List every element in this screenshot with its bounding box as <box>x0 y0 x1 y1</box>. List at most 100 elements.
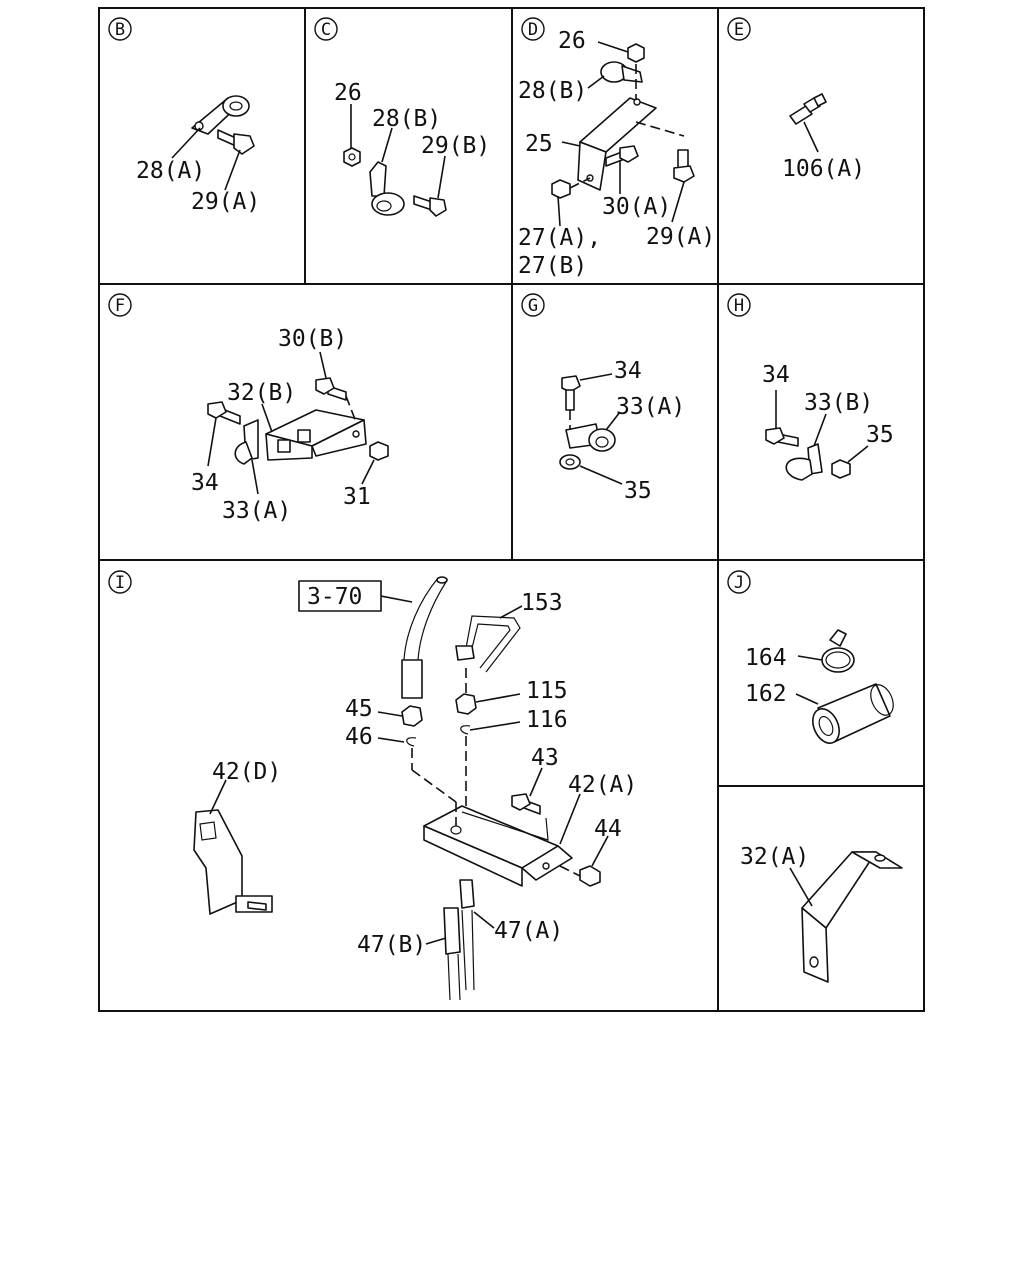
label-47a: 47(A) <box>494 918 563 944</box>
label-27b: 27(B) <box>518 253 587 279</box>
bolt-29a-d-drawing <box>673 149 695 183</box>
panel-i-badge-circle <box>108 570 132 594</box>
nut-26-drawing <box>343 147 361 167</box>
label-28b-d: 28(B) <box>518 78 587 104</box>
panel-d: D 26 <box>518 17 715 279</box>
clip-46-drawing <box>406 737 417 747</box>
ref-label-3-70: 3-70 <box>307 584 362 610</box>
label-34-g: 34 <box>614 358 642 384</box>
panel-e: E 106(A) <box>727 17 865 182</box>
panel-f-badge: F <box>115 296 125 316</box>
panel-grid <box>98 7 925 1012</box>
panel-g-badge: G <box>528 296 538 316</box>
panel-f: F 30(B) 32(B) 34 <box>108 293 389 524</box>
label-34-f: 34 <box>191 470 219 496</box>
bolt-34-g-drawing <box>561 375 581 411</box>
panel-h-badge-circle <box>727 293 751 317</box>
bolt-29a-drawing <box>217 129 255 155</box>
bolt-43-drawing <box>511 793 541 815</box>
bracket-42a-drawing <box>423 805 573 887</box>
clip-28b-d-drawing <box>600 61 643 83</box>
label-35-g: 35 <box>624 478 652 504</box>
label-26: 26 <box>334 80 362 106</box>
panel-h-badge: H <box>734 296 744 316</box>
label-33a-f: 33(A) <box>222 498 291 524</box>
fitting-47a-drawing <box>459 879 475 991</box>
bracket-32b-drawing <box>265 409 367 461</box>
bolt-34-h-drawing <box>765 427 799 447</box>
nut-27-drawing <box>551 179 571 199</box>
label-33a-g: 33(A) <box>616 394 685 420</box>
label-32a: 32(A) <box>740 844 809 870</box>
panel-f-badge-circle <box>108 293 132 317</box>
nut-44-drawing <box>579 865 601 887</box>
label-46: 46 <box>345 724 373 750</box>
clamp-164-drawing <box>821 629 855 673</box>
nut-115-drawing <box>455 693 477 715</box>
nut-45-drawing <box>401 705 423 727</box>
label-47b: 47(B) <box>357 932 426 958</box>
clip-33b-h-drawing <box>785 443 823 481</box>
panel-c: C 26 28(B) 29(B) <box>314 17 490 217</box>
nut-26-d-drawing <box>627 43 645 63</box>
bracket-32a-drawing <box>801 851 903 983</box>
label-44: 44 <box>594 816 622 842</box>
label-29a-d: 29(A) <box>646 224 715 250</box>
bracket-42d-drawing <box>193 809 273 915</box>
label-26-d: 26 <box>558 28 586 54</box>
fitting-106a-drawing <box>789 93 827 125</box>
bolt-29b-drawing <box>413 195 447 217</box>
panel-b: B 28(A) 29(A) <box>108 17 260 215</box>
panel-c-badge: C <box>321 20 331 40</box>
label-115: 115 <box>526 678 568 704</box>
panel-h: H 34 33(B) 35 <box>727 293 894 481</box>
panel-b-badge: B <box>115 20 125 40</box>
label-164: 164 <box>745 645 787 671</box>
label-28b: 28(B) <box>372 106 441 132</box>
bolt-30a-drawing <box>605 145 639 167</box>
panel-j-badge-circle <box>727 570 751 594</box>
label-42d: 42(D) <box>212 759 281 785</box>
fitting-47b-drawing <box>443 907 461 1001</box>
label-33b-h: 33(B) <box>804 390 873 416</box>
panel-k: 32(A) <box>740 844 903 983</box>
label-106a: 106(A) <box>782 156 865 182</box>
clip-33a-f-drawing <box>234 419 259 465</box>
label-42a: 42(A) <box>568 772 637 798</box>
sleeve-162-drawing <box>812 683 894 744</box>
panel-i-badge: I <box>115 573 125 593</box>
label-31: 31 <box>343 484 371 510</box>
label-30b: 30(B) <box>278 326 347 352</box>
label-153: 153 <box>521 590 563 616</box>
panel-g-badge-circle <box>521 293 545 317</box>
label-43: 43 <box>531 745 559 771</box>
label-32b: 32(B) <box>227 380 296 406</box>
label-116: 116 <box>526 707 568 733</box>
panel-d-badge-circle <box>521 17 545 41</box>
label-35-h: 35 <box>866 422 894 448</box>
clip-116-drawing <box>460 725 471 735</box>
nut-35-h-drawing <box>831 459 851 479</box>
panel-d-badge: D <box>528 20 538 40</box>
clip-28b-drawing <box>369 161 405 216</box>
ref-box-3-70 <box>298 580 382 612</box>
bolt-34-f-drawing <box>207 401 241 425</box>
panel-j: J 164 162 <box>727 570 894 744</box>
panel-e-badge-circle <box>727 17 751 41</box>
clip-33a-g-drawing <box>565 423 616 452</box>
label-29b: 29(B) <box>421 133 490 159</box>
panel-c-badge-circle <box>314 17 338 41</box>
washer-35-drawing <box>559 454 581 470</box>
nut-31-drawing <box>369 441 389 461</box>
label-27a: 27(A), <box>518 225 601 251</box>
bracket-25-drawing <box>577 97 657 191</box>
hose-drawing <box>401 576 448 699</box>
label-25: 25 <box>525 131 553 157</box>
panel-e-badge: E <box>734 20 744 40</box>
bolt-30b-drawing <box>315 377 347 401</box>
panel-b-badge-circle <box>108 17 132 41</box>
label-34-h: 34 <box>762 362 790 388</box>
label-28a: 28(A) <box>136 158 205 184</box>
pipe-153-drawing <box>455 615 521 673</box>
label-30a: 30(A) <box>602 194 671 220</box>
